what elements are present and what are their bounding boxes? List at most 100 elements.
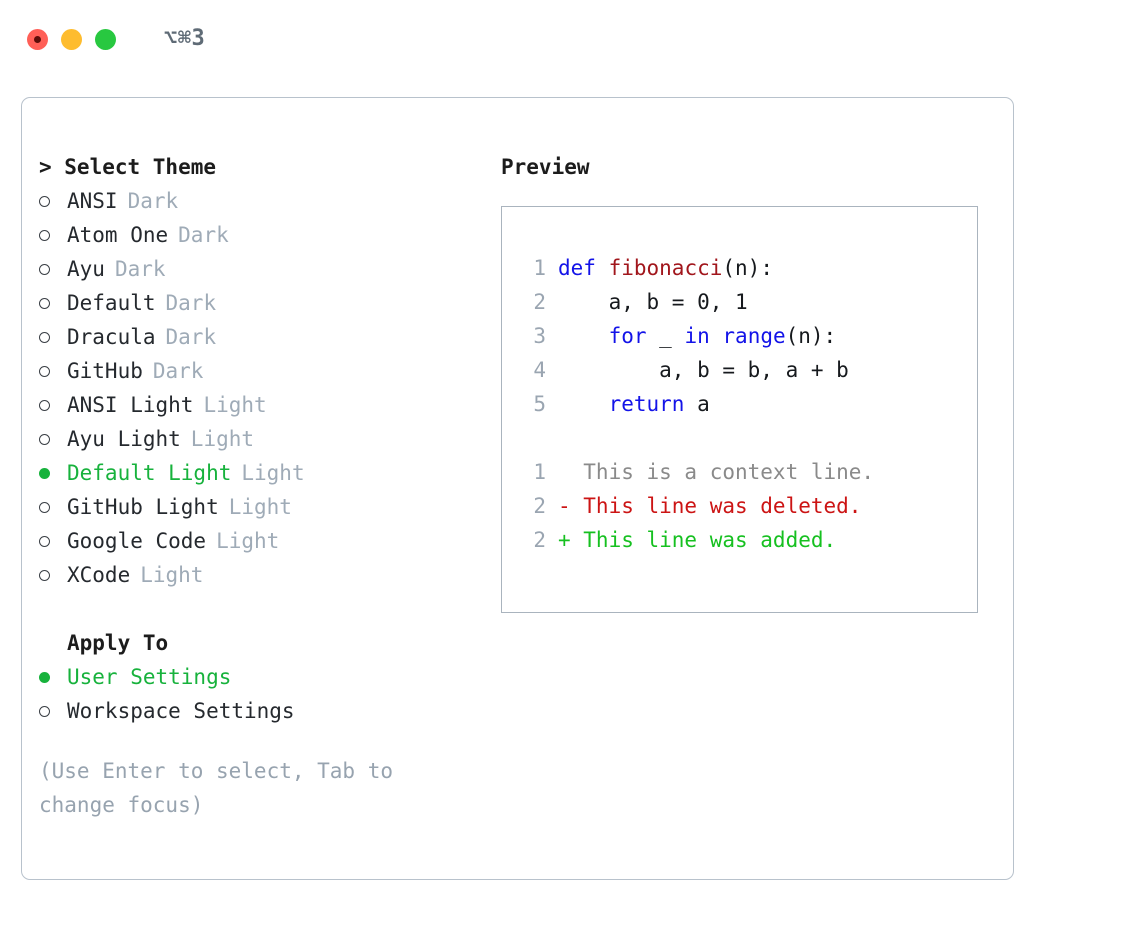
code-line-text: def fibonacci(n):	[558, 251, 773, 285]
code-line: 1 def fibonacci(n):	[520, 251, 977, 285]
code-line-number: 5	[533, 392, 546, 416]
diff-line-text: + This line was added.	[558, 528, 837, 552]
zoom-button[interactable]	[95, 28, 116, 50]
preview-heading: Preview	[501, 155, 590, 179]
code-token: (n):	[785, 324, 837, 348]
theme-option-label: Atom One	[67, 223, 169, 247]
theme-option-label: Dracula	[67, 325, 156, 349]
theme-category-tag: Dark	[152, 359, 204, 383]
apply-to-option-label: Workspace Settings	[67, 699, 295, 723]
radio-unselected-icon	[39, 399, 67, 411]
theme-option-label: Google Code	[67, 529, 207, 553]
code-token: (n):	[722, 256, 773, 280]
radio-unselected-icon	[39, 229, 67, 241]
code-token: return	[608, 392, 685, 416]
apply-to-option[interactable]: User Settings	[39, 660, 479, 694]
theme-category-tag: Dark	[165, 325, 217, 349]
keyboard-shortcut-label: ⌥⌘3	[164, 26, 206, 51]
theme-option[interactable]: Atom One Dark	[39, 218, 479, 252]
code-token	[558, 392, 609, 416]
diff-line: 2 + This line was added.	[520, 523, 977, 557]
code-line: 4 a, b = b, a + b	[520, 353, 977, 387]
apply-to-option-label: User Settings	[67, 665, 232, 689]
radio-unselected-icon	[39, 365, 67, 377]
code-token: range	[722, 324, 786, 348]
theme-category-tag: Dark	[114, 257, 166, 281]
code-line-number: 3	[533, 324, 546, 348]
theme-option-label: ANSI Light	[67, 393, 194, 417]
code-token	[596, 256, 609, 280]
theme-option-label: XCode	[67, 563, 131, 587]
code-line-text: a, b = b, a + b	[558, 353, 849, 387]
code-line-number: 2	[533, 290, 546, 314]
keyboard-hint: (Use Enter to select, Tab to change focu…	[39, 759, 394, 817]
close-button[interactable]	[27, 28, 48, 50]
theme-category-tag: Dark	[178, 223, 229, 247]
radio-unselected-icon	[39, 331, 67, 343]
theme-category-tag: Light	[216, 529, 280, 553]
theme-category-tag: Light	[228, 495, 292, 519]
theme-category-tag: Light	[203, 393, 267, 417]
theme-option[interactable]: Google Code Light	[39, 524, 479, 558]
code-token	[558, 324, 609, 348]
diff-line: 2 - This line was deleted.	[520, 489, 977, 523]
code-line-text: return a	[558, 387, 710, 421]
code-token: in	[684, 324, 710, 348]
theme-category-tag: Light	[190, 427, 255, 451]
theme-option-label: Ayu	[67, 257, 105, 281]
code-line: 5 return a	[520, 387, 977, 421]
theme-option[interactable]: Dracula Dark	[39, 320, 479, 354]
diff-line-text: This is a context line.	[558, 460, 875, 484]
theme-option-label: Default Light	[67, 461, 232, 485]
theme-option[interactable]: GitHub Dark	[39, 354, 479, 388]
diff-line-number: 2	[533, 494, 546, 518]
radio-unselected-icon	[39, 569, 67, 581]
code-token: a	[684, 392, 710, 416]
code-line-number: 1	[533, 256, 546, 280]
title-bar: ⌥⌘3	[0, 0, 1140, 78]
theme-category-tag: Dark	[127, 189, 179, 213]
radio-unselected-icon	[39, 263, 67, 275]
diff-line: 1 This is a context line.	[520, 455, 977, 489]
theme-option-label: GitHub	[67, 359, 143, 383]
code-line-text: a, b = 0, 1	[558, 285, 748, 319]
code-line: 2 a, b = 0, 1	[520, 285, 977, 319]
code-token: def	[558, 256, 596, 280]
radio-unselected-icon	[39, 535, 67, 547]
diff-line-number: 2	[533, 528, 546, 552]
code-line: 3 for _ in range(n):	[520, 319, 977, 353]
code-line-number: 4	[533, 358, 546, 382]
section-spacer	[39, 592, 479, 626]
code-token	[710, 324, 723, 348]
code-token: a, b = b, a + b	[558, 358, 849, 382]
apply-to-heading: Apply To	[67, 631, 169, 655]
theme-option[interactable]: Ayu Dark	[39, 252, 479, 286]
radio-unselected-icon	[39, 195, 67, 207]
minimize-button[interactable]	[61, 28, 82, 50]
theme-option[interactable]: GitHub Light Light	[39, 490, 479, 524]
theme-option-label: Default	[67, 291, 156, 315]
code-token: _	[646, 324, 685, 348]
radio-unselected-icon	[39, 433, 67, 445]
select-theme-heading: > Select Theme	[39, 155, 217, 179]
code-token: for	[608, 324, 647, 348]
theme-option[interactable]: ANSI Light Light	[39, 388, 479, 422]
code-token: a, b = 0, 1	[558, 290, 748, 314]
apply-to-option[interactable]: Workspace Settings	[39, 694, 479, 728]
code-token: fibonacci	[608, 256, 723, 280]
theme-option-label: GitHub Light	[67, 495, 219, 519]
diff-line-text: - This line was deleted.	[558, 494, 862, 518]
